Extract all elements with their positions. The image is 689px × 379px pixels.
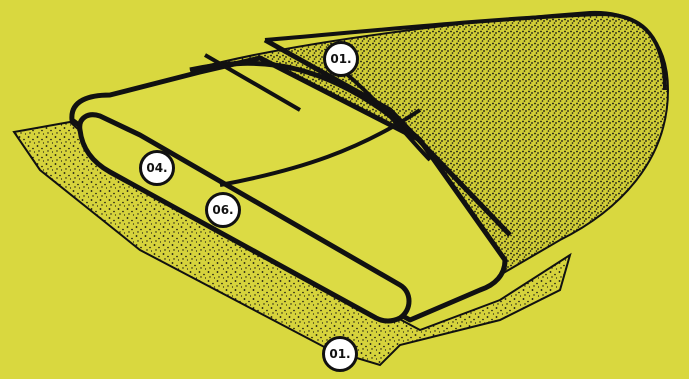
shell-back-edge <box>264 11 667 91</box>
band-line-lower <box>203 53 302 112</box>
seat-top <box>69 55 508 323</box>
callout-middle: 06. <box>205 192 241 228</box>
callout-bottom: 01. <box>322 336 358 372</box>
cross-seam-horizontal <box>219 108 422 187</box>
callout-top: 01. <box>323 41 359 77</box>
callout-left: 04. <box>139 150 175 186</box>
ridge-line <box>263 37 512 237</box>
